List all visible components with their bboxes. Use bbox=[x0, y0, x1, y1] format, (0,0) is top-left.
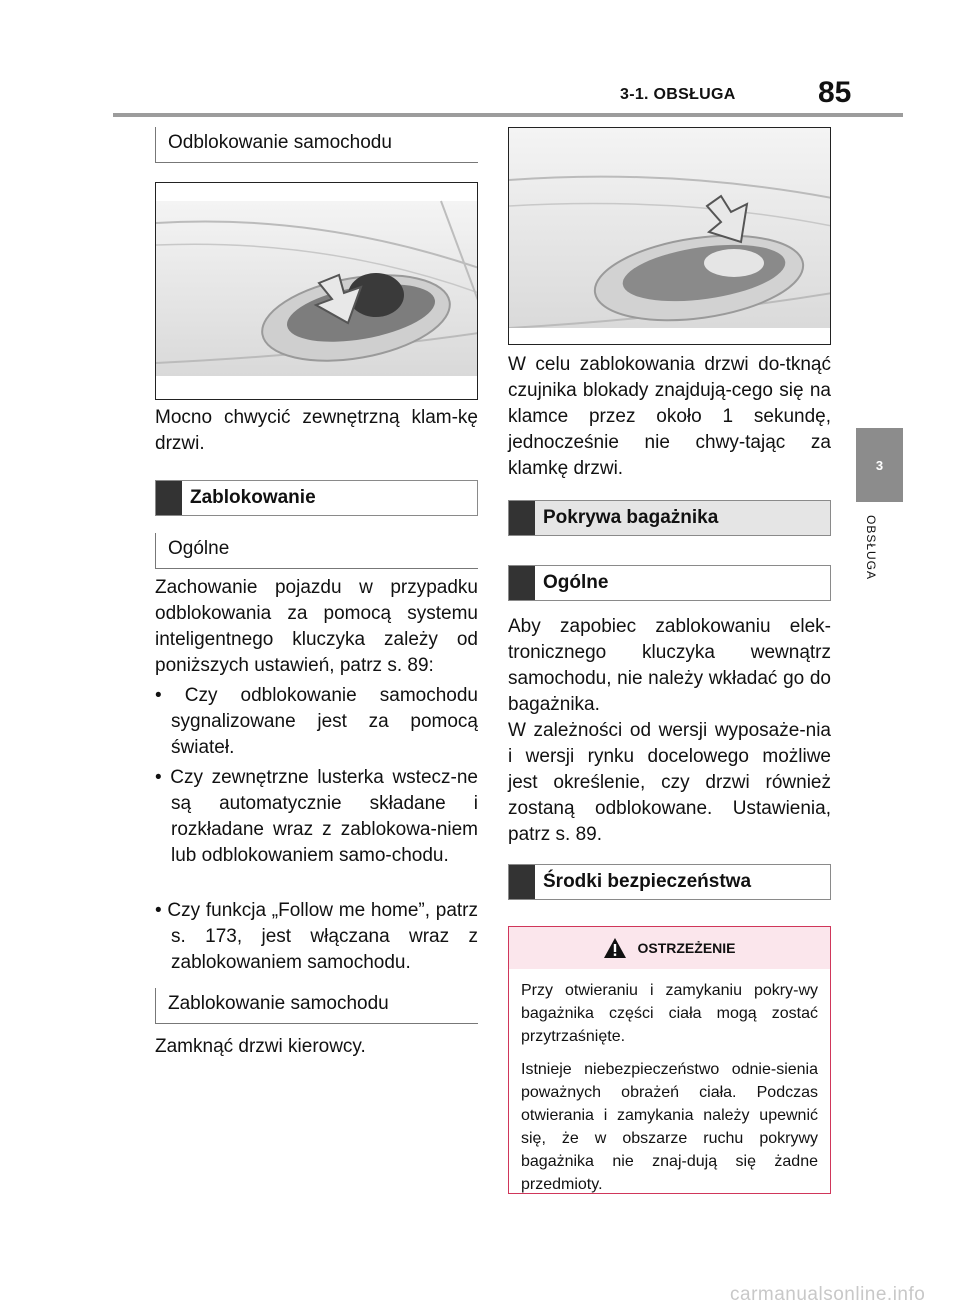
section-bar bbox=[509, 865, 535, 899]
section-label: Ogólne bbox=[543, 572, 609, 593]
section-header-locking: Zablokowanie bbox=[155, 480, 478, 516]
lock-instruction: W celu zablokowania drzwi do-tknąć czujn… bbox=[508, 354, 831, 479]
section-bar bbox=[509, 566, 535, 600]
watermark: carmanualsonline.info bbox=[730, 1284, 926, 1305]
warning-header: OSTRZEŻENIE bbox=[509, 927, 830, 969]
warning-paragraph: Przy otwieraniu i zamykaniu pokry-wy bag… bbox=[521, 982, 818, 1045]
section-title: 3-1. OBSŁUGA bbox=[620, 86, 736, 103]
door-handle-illustration bbox=[156, 200, 477, 399]
unlock-instruction: Mocno chwycić zewnętrzną klam-kę drzwi. bbox=[155, 407, 478, 454]
warning-body: Przy otwieraniu i zamykaniu pokry-wy bag… bbox=[509, 969, 830, 1196]
subhead-unlock-car: Odblokowanie samochodu bbox=[155, 127, 478, 163]
section-label: Środki bezpieczeństwa bbox=[543, 871, 752, 892]
section-header-trunk: Pokrywa bagażnika bbox=[508, 500, 831, 536]
warning-box: OSTRZEŻENIE Przy otwieraniu i zamykaniu … bbox=[508, 926, 831, 1194]
section-header-general: Ogólne bbox=[508, 565, 831, 601]
trunk-paragraph-2: W zależności od wersji wyposaże-nia i we… bbox=[508, 720, 831, 845]
chapter-number: 3 bbox=[875, 458, 884, 473]
subhead-general: Ogólne bbox=[155, 533, 478, 569]
door-handle-lock-figure bbox=[508, 127, 831, 345]
trunk-paragraph-1: Aby zapobiec zablokowaniu elek-troniczne… bbox=[508, 616, 831, 715]
bullet-item: • Czy zewnętrzne lusterka wstecz-ne są a… bbox=[155, 767, 478, 866]
section-header-safety: Środki bezpieczeństwa bbox=[508, 864, 831, 900]
bullet-item: • Czy odblokowanie samochodu sygnalizowa… bbox=[155, 685, 478, 758]
page-number: 85 bbox=[818, 76, 852, 109]
lock-car-instruction: Zamknąć drzwi kierowcy. bbox=[155, 1036, 366, 1057]
section-bar bbox=[156, 481, 182, 515]
bullet-item: • Czy funkcja „Follow me home”, patrz s.… bbox=[155, 900, 478, 973]
warning-paragraph: Istnieje niebezpieczeństwo odnie-sienia … bbox=[521, 1061, 818, 1193]
general-paragraph: Zachowanie pojazdu w przypadku odblokowa… bbox=[155, 577, 478, 676]
warning-triangle-icon bbox=[604, 938, 627, 958]
subhead-lock-car: Zablokowanie samochodu bbox=[155, 988, 478, 1024]
section-bar bbox=[509, 501, 535, 535]
section-label: Pokrywa bagażnika bbox=[543, 507, 719, 528]
section-label: Zablokowanie bbox=[190, 487, 316, 508]
header-divider bbox=[113, 113, 903, 117]
warning-title: OSTRZEŻENIE bbox=[637, 940, 736, 956]
door-handle-sensor-illustration bbox=[509, 128, 830, 344]
door-handle-unlock-figure bbox=[155, 182, 478, 400]
chapter-label: OBSŁUGA bbox=[864, 515, 878, 581]
chapter-tab: 3 bbox=[856, 428, 903, 502]
